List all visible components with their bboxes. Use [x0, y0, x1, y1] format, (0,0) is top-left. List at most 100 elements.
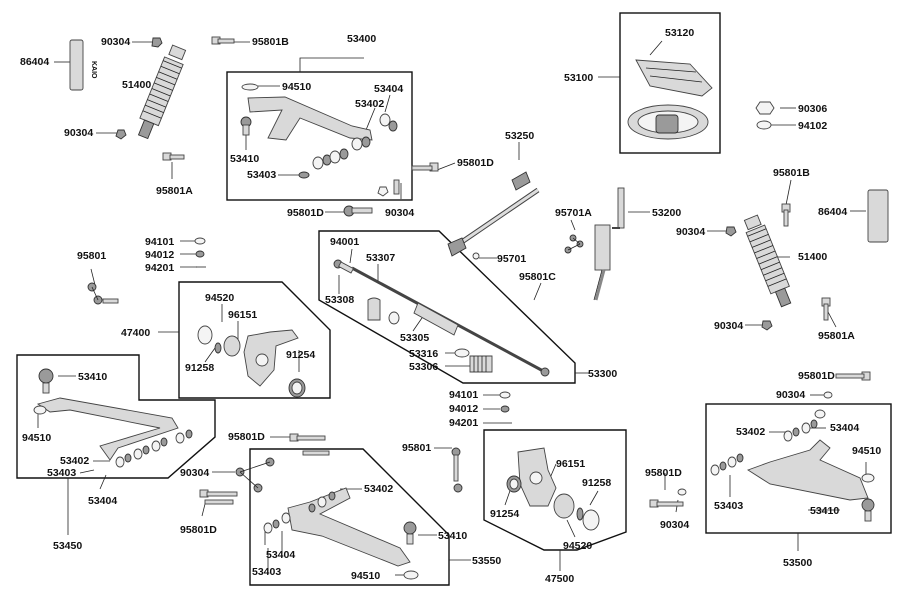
bolt-95801D-b	[411, 162, 439, 172]
callout-labels: 86404 90304 95801B 53400 53120 53100 514…	[20, 27, 881, 585]
callout-94520-b: 94520	[563, 540, 592, 552]
group-box-53100	[619, 12, 721, 154]
callout-94101-a: 94101	[145, 236, 174, 248]
nut-90304-b	[115, 129, 127, 140]
bolt-95801D-a	[343, 205, 373, 217]
callout-90304-d: 90304	[676, 226, 705, 238]
callout-53120: 53120	[665, 27, 694, 39]
callout-90304-f: 90304	[776, 389, 805, 401]
washer-94102	[756, 120, 772, 130]
group-box-53550	[249, 448, 450, 586]
bolt-95801B-b	[781, 203, 791, 227]
nut-90304-a	[151, 37, 163, 48]
callout-95801C: 95801C	[519, 271, 556, 283]
callout-53200: 53200	[652, 207, 681, 219]
callout-95701: 95701	[497, 253, 526, 265]
lower-a-arm-53450	[33, 368, 193, 468]
nut-90304-e	[377, 179, 400, 197]
callout-95801D-c: 95801D	[798, 370, 835, 382]
callout-53404-b: 53404	[830, 422, 859, 434]
steering-rack-53300	[333, 259, 550, 377]
callout-53300: 53300	[588, 368, 617, 380]
callout-94012-b: 94012	[449, 403, 478, 415]
knuckle-assembly-47400	[197, 325, 306, 398]
knuckle-assembly-47500	[506, 447, 600, 531]
callout-53404-c: 53404	[88, 495, 117, 507]
fasteners-group-upper	[194, 237, 206, 268]
callout-90304-c: 90304	[385, 207, 414, 219]
svg-text:KAIO: KAIO	[90, 61, 97, 79]
callout-90304-e: 90304	[714, 320, 743, 332]
callout-53306: 53306	[409, 361, 438, 373]
callout-96151-b: 96151	[556, 458, 585, 470]
callout-53410-b: 53410	[78, 371, 107, 383]
callout-53400: 53400	[347, 33, 376, 45]
nut-90304-c	[725, 226, 737, 237]
callout-53550: 53550	[472, 555, 501, 567]
callout-94102: 94102	[798, 120, 827, 132]
decal-86404-left: KAIO	[69, 39, 97, 91]
callout-53403-a: 53403	[247, 169, 276, 181]
callout-91254-b: 91254	[490, 508, 519, 520]
callout-90304-a: 90304	[101, 36, 130, 48]
steering-column-53200	[564, 187, 625, 301]
callout-94510-b: 94510	[22, 432, 51, 444]
callout-91258-a: 91258	[185, 362, 214, 374]
callout-96151-a: 96151	[228, 309, 257, 321]
fasteners-group-lower	[499, 391, 512, 424]
group-box-53500	[705, 403, 892, 534]
lower-a-arm-53550	[263, 487, 419, 580]
callout-95801D-b: 95801D	[287, 207, 324, 219]
callout-94201-b: 94201	[449, 417, 478, 429]
callout-53404-a: 53404	[374, 83, 403, 95]
callout-51400-b: 51400	[798, 251, 827, 263]
callout-53307: 53307	[366, 252, 395, 264]
callout-90304-g: 90304	[180, 467, 209, 479]
bolt-95801-left	[87, 282, 119, 305]
callout-53410-a: 53410	[230, 153, 259, 165]
decal-86404-right	[867, 189, 889, 243]
callout-53404-d: 53404	[266, 549, 295, 561]
callout-53316: 53316	[409, 348, 438, 360]
callout-53403-c: 53403	[714, 500, 743, 512]
bolt-95801D-upper-right	[823, 371, 871, 399]
callout-53410-d: 53410	[438, 530, 467, 542]
nut-90306	[755, 101, 775, 115]
callout-95801D-e: 95801D	[645, 467, 682, 479]
callout-53402-a: 53402	[355, 98, 384, 110]
callout-94201-a: 94201	[145, 262, 174, 274]
callout-53308: 53308	[325, 294, 354, 306]
callout-95801D-f: 95801D	[180, 524, 217, 536]
callout-53402-d: 53402	[364, 483, 393, 495]
shock-absorber-left	[137, 44, 187, 140]
bolt-95801-middle	[451, 447, 463, 493]
callout-94510-d: 94510	[351, 570, 380, 582]
callout-95801-a: 95801	[77, 250, 106, 262]
callout-53402-c: 53402	[60, 455, 89, 467]
bolt-95801D-right	[649, 488, 687, 508]
upper-a-arm-53400	[240, 83, 398, 179]
bolt-95801A-a	[162, 152, 185, 161]
callout-95801D-a: 95801D	[457, 157, 494, 169]
callout-47400: 47400	[121, 327, 150, 339]
leader-lines	[37, 40, 867, 576]
callout-53250: 53250	[505, 130, 534, 142]
callout-94510-c: 94510	[852, 445, 881, 457]
group-box-53400	[226, 71, 413, 201]
lower-a-arm-53500	[710, 409, 875, 522]
callout-53402-b: 53402	[736, 426, 765, 438]
callout-53410-c: 53410	[810, 505, 839, 517]
callout-90304-h: 90304	[660, 519, 689, 531]
bolt-set-middle	[199, 433, 330, 505]
callout-95701A: 95701A	[555, 207, 592, 219]
shock-absorber-right	[743, 214, 792, 308]
callout-53403-d: 53403	[252, 566, 281, 578]
callout-95801A-a: 95801A	[156, 185, 193, 197]
group-box-47500	[483, 429, 627, 551]
tie-rod-53250	[447, 171, 540, 260]
callout-94520-a: 94520	[205, 292, 234, 304]
callout-90306: 90306	[798, 103, 827, 115]
bolt-95801A-b	[821, 297, 831, 321]
bolt-95801B-a	[211, 36, 235, 45]
